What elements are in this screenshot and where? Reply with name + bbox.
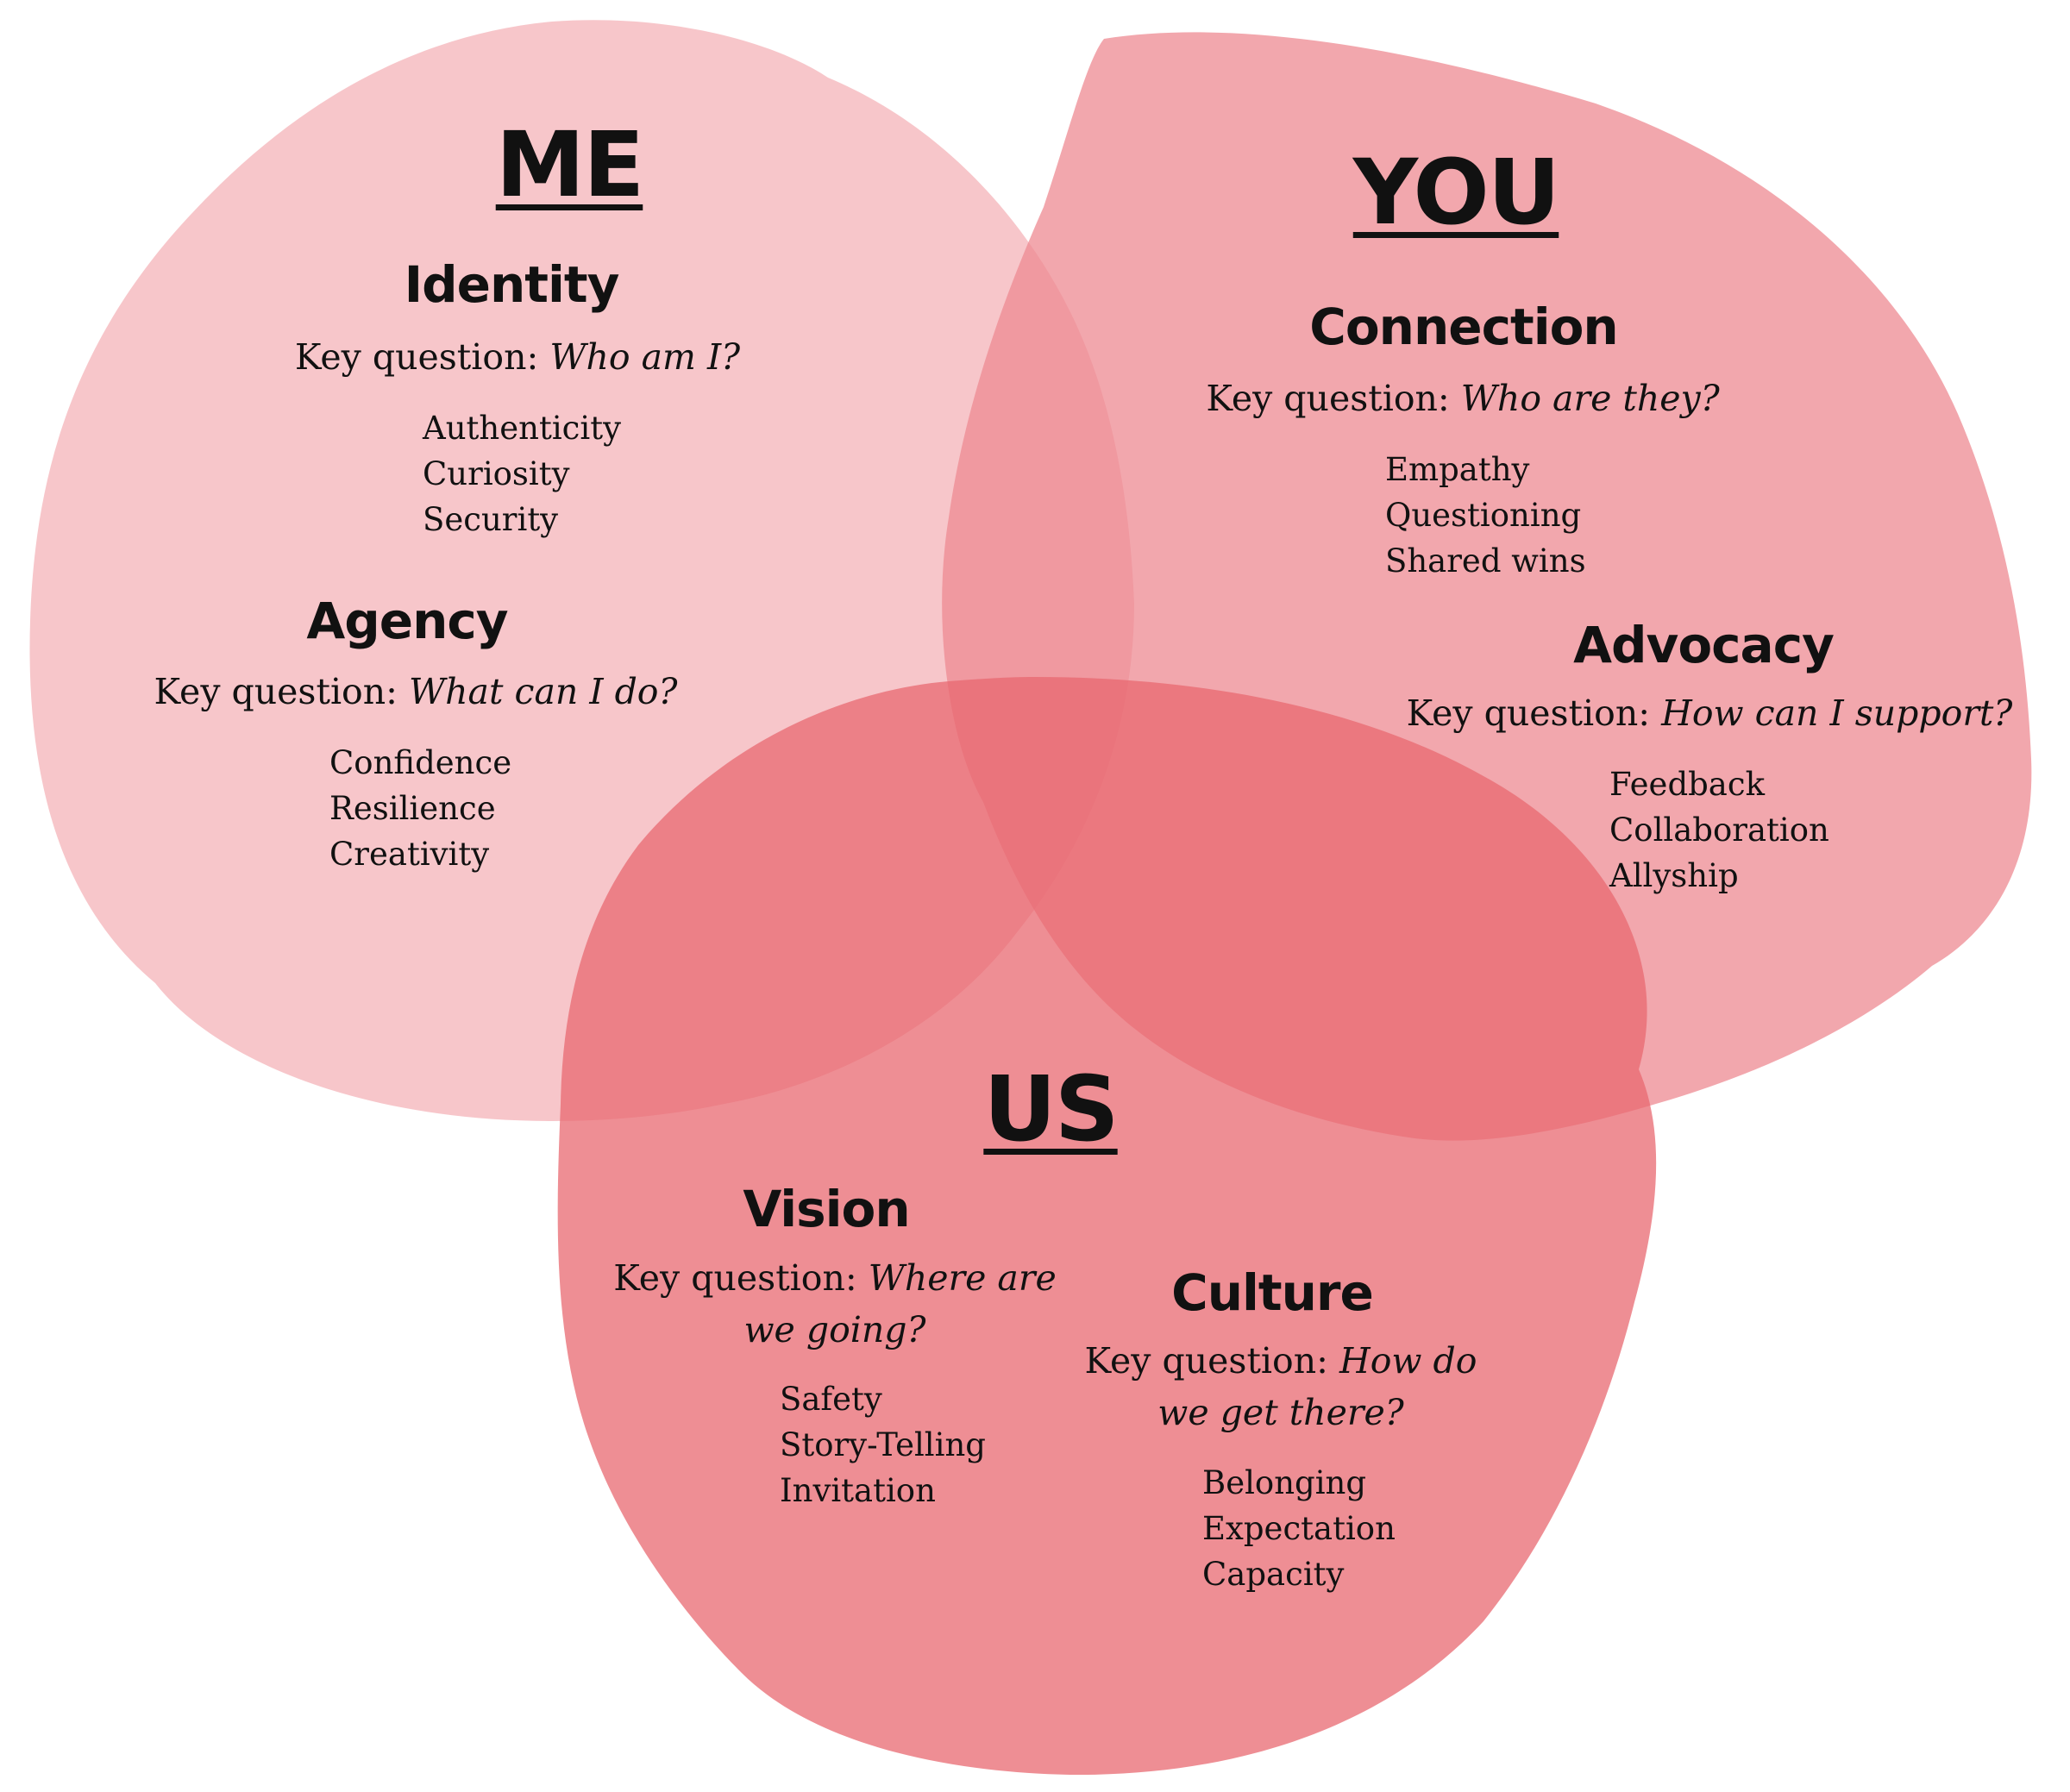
list-item: Shared wins xyxy=(1385,542,1586,580)
agency-question-text: What can I do? xyxy=(408,671,678,712)
list-item: Questioning xyxy=(1385,497,1582,534)
vision-heading: Vision xyxy=(743,1180,910,1238)
identity-question: Key question: Who am I? xyxy=(295,331,740,383)
culture-items: Belonging Expectation Capacity xyxy=(1202,1460,1396,1597)
list-item: Belonging xyxy=(1202,1464,1367,1501)
vision-question-line1: Where are xyxy=(868,1257,1057,1299)
connection-question-text: Who are they? xyxy=(1460,378,1720,419)
advocacy-question-prefix: Key question: xyxy=(1406,692,1662,734)
list-item: Curiosity xyxy=(423,455,570,492)
vision-items: Safety Story-Telling Invitation xyxy=(780,1376,986,1513)
agency-question: Key question: What can I do? xyxy=(154,666,678,717)
culture-question-prefix: Key question: xyxy=(1084,1340,1339,1382)
culture-question-line1: How do xyxy=(1339,1340,1477,1382)
vision-question: Key question: Where are we going? xyxy=(613,1252,1056,1356)
me-title: ME xyxy=(495,112,645,217)
list-item: Security xyxy=(423,501,559,538)
list-item: Story-Telling xyxy=(780,1426,986,1463)
vision-question-prefix: Key question: xyxy=(613,1257,869,1299)
culture-heading: Culture xyxy=(1171,1263,1374,1322)
list-item: Invitation xyxy=(780,1472,936,1509)
connection-items: Empathy Questioning Shared wins xyxy=(1385,447,1586,584)
list-item: Confidence xyxy=(329,744,512,781)
identity-question-text: Who am I? xyxy=(549,336,741,378)
us-circle xyxy=(557,677,1657,1776)
list-item: Feedback xyxy=(1609,766,1766,803)
advocacy-question: Key question: How can I support? xyxy=(1407,687,2013,739)
agency-question-prefix: Key question: xyxy=(154,671,409,712)
advocacy-items: Feedback Collaboration Allyship xyxy=(1609,761,1829,899)
culture-question-line2: we get there? xyxy=(1157,1392,1404,1433)
agency-heading: Agency xyxy=(306,592,508,650)
identity-heading: Identity xyxy=(404,255,620,314)
identity-question-prefix: Key question: xyxy=(294,336,550,378)
list-item: Collaboration xyxy=(1609,811,1829,849)
identity-items: Authenticity Curiosity Security xyxy=(423,405,621,542)
list-item: Resilience xyxy=(329,790,496,827)
connection-question: Key question: Who are they? xyxy=(1206,373,1719,424)
connection-question-prefix: Key question: xyxy=(1206,378,1461,419)
vision-question-line2: we going? xyxy=(743,1309,926,1350)
list-item: Expectation xyxy=(1202,1510,1396,1547)
list-item: Allyship xyxy=(1609,857,1739,894)
us-title: US xyxy=(983,1056,1119,1162)
agency-items: Confidence Resilience Creativity xyxy=(329,740,511,877)
connection-heading: Connection xyxy=(1309,298,1618,356)
advocacy-question-text: How can I support? xyxy=(1661,692,2013,734)
list-item: Authenticity xyxy=(423,410,622,447)
list-item: Capacity xyxy=(1202,1556,1345,1593)
advocacy-heading: Advocacy xyxy=(1573,616,1835,674)
list-item: Creativity xyxy=(329,836,490,873)
culture-question: Key question: How do we get there? xyxy=(1085,1335,1477,1438)
list-item: Safety xyxy=(780,1381,882,1418)
list-item: Empathy xyxy=(1385,451,1530,488)
you-title: YOU xyxy=(1352,140,1560,245)
